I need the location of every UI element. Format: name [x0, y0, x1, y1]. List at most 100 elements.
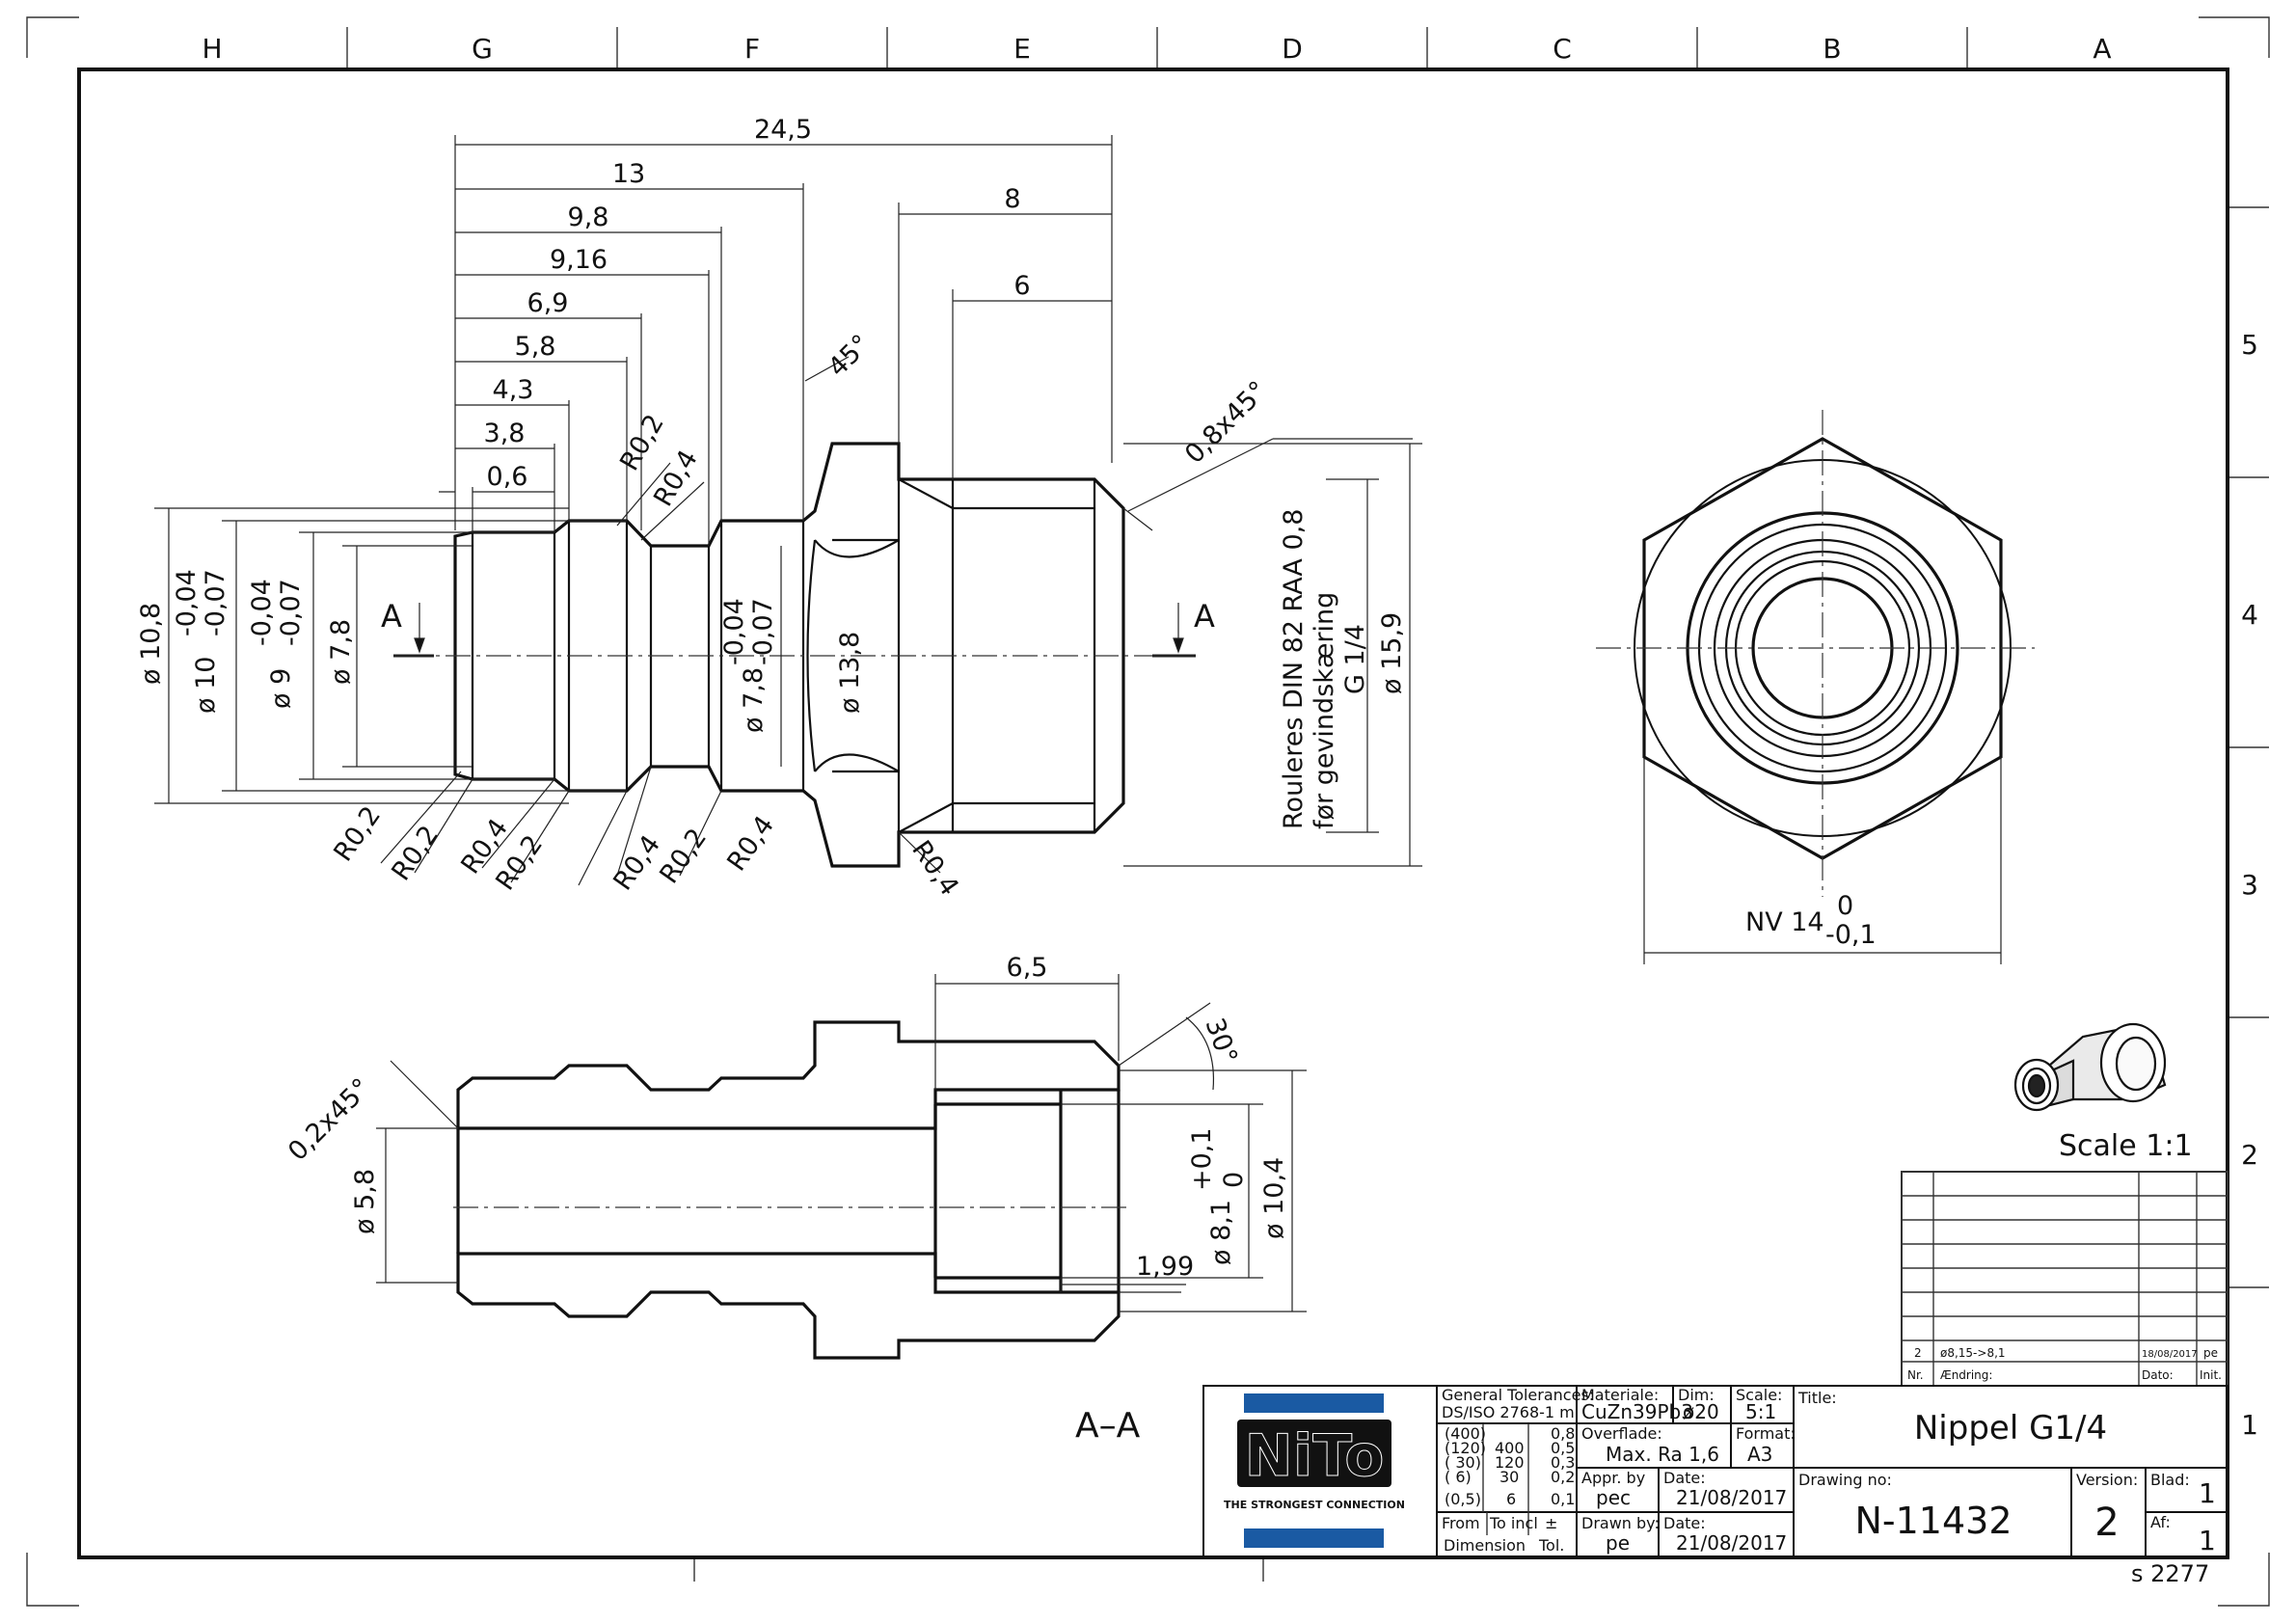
- dim-9-16: 9,16: [550, 245, 608, 275]
- scale-value: 5:1: [1745, 1400, 1776, 1423]
- zone-row-1: 1: [2241, 1409, 2258, 1441]
- dim-4-3: 4,3: [493, 375, 534, 405]
- diameter-dimension-lines: [154, 443, 1422, 867]
- dia-9-tol-lo: -0,07: [276, 579, 306, 646]
- rev-nr: 2: [1914, 1346, 1922, 1360]
- dia-10-4: ø 10,4: [1259, 1157, 1289, 1239]
- version-label: Version:: [2076, 1471, 2138, 1489]
- tol-row-3-to: 30: [1499, 1468, 1519, 1486]
- tol-footer-dimension: Dimension: [1444, 1536, 1526, 1555]
- tol-row-4-to: 6: [1506, 1490, 1516, 1508]
- zone-ticks: [346, 27, 2269, 1582]
- radius-lower-5: R0,2: [654, 824, 713, 889]
- drawn-label: Drawn by:: [1581, 1514, 1660, 1532]
- sheet-label: Blad:: [2150, 1471, 2190, 1489]
- dim-9-8: 9,8: [568, 203, 609, 232]
- surface-value: Max. Ra 1,6: [1606, 1443, 1719, 1466]
- side-view-outline: [453, 442, 1125, 868]
- dim-13: 13: [612, 159, 645, 189]
- nv14-dimension-line: [1643, 757, 2002, 964]
- rev-change: ø8,15->8,1: [1940, 1346, 2006, 1360]
- iso-view-part: [2013, 1022, 2167, 1112]
- dia-5-8: ø 5,8: [350, 1169, 380, 1234]
- general-tol-std: DS/ISO 2768-1 m: [1442, 1403, 1575, 1421]
- dim-value: ø20: [1683, 1400, 1719, 1423]
- tol-row-1-from: (120): [1445, 1439, 1486, 1457]
- zone-col-a: A: [2093, 33, 2111, 65]
- dim-6-5: 6,5: [1007, 953, 1048, 983]
- section-cut-markers: [393, 603, 1196, 658]
- nv14-label: NV 14: [1745, 907, 1824, 937]
- end-view-hex: [1596, 410, 2035, 897]
- drawing-no-label: Drawing no:: [1798, 1471, 1892, 1489]
- tol-row-0-tol: 0,8: [1551, 1424, 1575, 1443]
- section-marker-left: A: [381, 598, 402, 635]
- dia-15-9: ø 15,9: [1377, 612, 1407, 694]
- iso-scale-label: Scale 1:1: [2059, 1129, 2193, 1163]
- radius-lower-4: R0,4: [608, 830, 666, 896]
- logo-text: NiTo: [1245, 1422, 1385, 1490]
- zone-col-h: H: [202, 33, 222, 65]
- format-value: A3: [1747, 1443, 1772, 1466]
- section-view: [453, 1020, 1128, 1360]
- corner-marks: [26, 16, 2270, 1607]
- dim-1-99: 1,99: [1136, 1252, 1194, 1282]
- dia-7-8: ø 7,8: [326, 619, 356, 685]
- zone-col-d: D: [1282, 33, 1303, 65]
- tol-row-3-from: ( 6): [1445, 1468, 1472, 1486]
- dim-6-9: 6,9: [527, 288, 569, 318]
- rev-date: 18/08/2017: [2142, 1349, 2198, 1360]
- dia-13-8: ø 13,8: [835, 632, 865, 714]
- rev-header-date: Dato:: [2142, 1368, 2174, 1382]
- dia-10-tol-lo: -0,07: [201, 569, 230, 636]
- dia-7-8b: ø 7,8: [739, 667, 769, 733]
- nv14-tol-up: 0: [1837, 891, 1853, 921]
- zone-col-f: F: [744, 33, 760, 65]
- dia-7-8b-tol-up: -0,04: [719, 598, 749, 665]
- tol-header-to: To incl: [1489, 1514, 1538, 1532]
- dia-8-1-tol-up: +0,1: [1187, 1127, 1217, 1191]
- sheet-value: 1: [2199, 1477, 2216, 1509]
- section-view-label: A–A: [1075, 1406, 1141, 1446]
- tol-row-1-to: 400: [1495, 1439, 1525, 1457]
- drawn-date: 21/08/2017: [1676, 1531, 1787, 1555]
- dim-8: 8: [1004, 184, 1020, 214]
- nv14-tol-lo: -0,1: [1825, 920, 1877, 950]
- appr-date-label: Date:: [1663, 1469, 1706, 1487]
- appr-label: Appr. by: [1581, 1469, 1645, 1487]
- nito-logo: NiTo THE STRONGEST CONNECTION: [1224, 1393, 1405, 1548]
- lower-radius-leaders: [380, 766, 941, 886]
- rev-header-init: Init.: [2200, 1368, 2222, 1382]
- chamfer-leaders: [804, 356, 1413, 531]
- corner-code: s 2277: [2131, 1560, 2209, 1587]
- format-label: Format:: [1736, 1424, 1796, 1443]
- dia-10: ø 10: [191, 657, 221, 714]
- dia-9-tol-up: -0,04: [247, 579, 277, 646]
- general-tol-label: General Tolerances:: [1442, 1386, 1594, 1404]
- version-value: 2: [2094, 1501, 2119, 1545]
- zone-col-b: B: [1823, 33, 1841, 65]
- tol-footer-tol: Tol.: [1538, 1536, 1564, 1555]
- drawing-border: [77, 68, 2229, 1559]
- tol-row-4-from: (0,5): [1445, 1490, 1481, 1508]
- tol-row-1-tol: 0,5: [1551, 1439, 1575, 1457]
- tol-row-2-tol: 0,3: [1551, 1453, 1575, 1472]
- radius-lower-7: R0,4: [905, 835, 964, 901]
- zone-col-c: C: [1553, 33, 1572, 65]
- of-label: Af:: [2150, 1513, 2171, 1531]
- thread-note-line-3: G 1/4: [1340, 624, 1370, 694]
- title-value: Nippel G1/4: [1914, 1409, 2107, 1447]
- zone-row-5: 5: [2241, 329, 2258, 361]
- dia-7-8b-tol-lo: -0,07: [748, 598, 778, 665]
- rev-init: pe: [2203, 1346, 2218, 1360]
- drawing-no-value: N-11432: [1854, 1500, 2012, 1542]
- dim-24-5: 24,5: [754, 115, 812, 145]
- tol-row-0-from: (400): [1445, 1424, 1486, 1443]
- radius-lower-0: R0,2: [328, 801, 387, 867]
- radius-lower-6: R0,4: [721, 811, 780, 877]
- dia-9: ø 9: [266, 668, 296, 709]
- logo-tagline: THE STRONGEST CONNECTION: [1224, 1499, 1405, 1511]
- zone-col-e: E: [1013, 33, 1031, 65]
- dia-10-tol-up: -0,04: [172, 569, 202, 636]
